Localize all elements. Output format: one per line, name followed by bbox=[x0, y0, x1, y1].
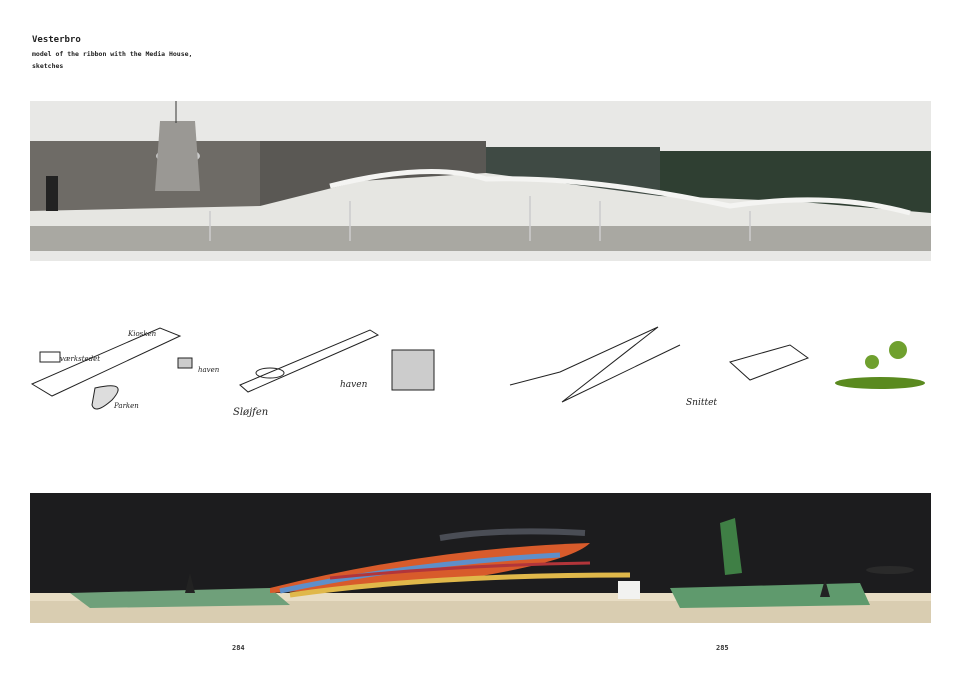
sketches-drawings bbox=[30, 326, 925, 410]
white-model-photo-strip bbox=[30, 101, 931, 261]
subtitle-line-1: model of the ribbon with the Media House… bbox=[32, 50, 193, 58]
label-kiosken: Kiosken bbox=[128, 330, 157, 338]
label-slojfen: Sløjfen bbox=[233, 407, 269, 418]
subtitle-line-2: sketches bbox=[32, 62, 64, 70]
label-snittet: Snittet bbox=[686, 398, 718, 408]
page-title: Vesterbro bbox=[32, 35, 81, 45]
label-vaerkstedet: værkstedet bbox=[60, 355, 101, 363]
page-number-left: 284 bbox=[232, 644, 245, 652]
label-parken: Parken bbox=[114, 402, 139, 410]
colored-model-photo-strip bbox=[30, 493, 931, 623]
page-number-right: 285 bbox=[716, 644, 729, 652]
label-haven: haven bbox=[198, 366, 220, 374]
label-haven-2: haven bbox=[340, 380, 368, 390]
